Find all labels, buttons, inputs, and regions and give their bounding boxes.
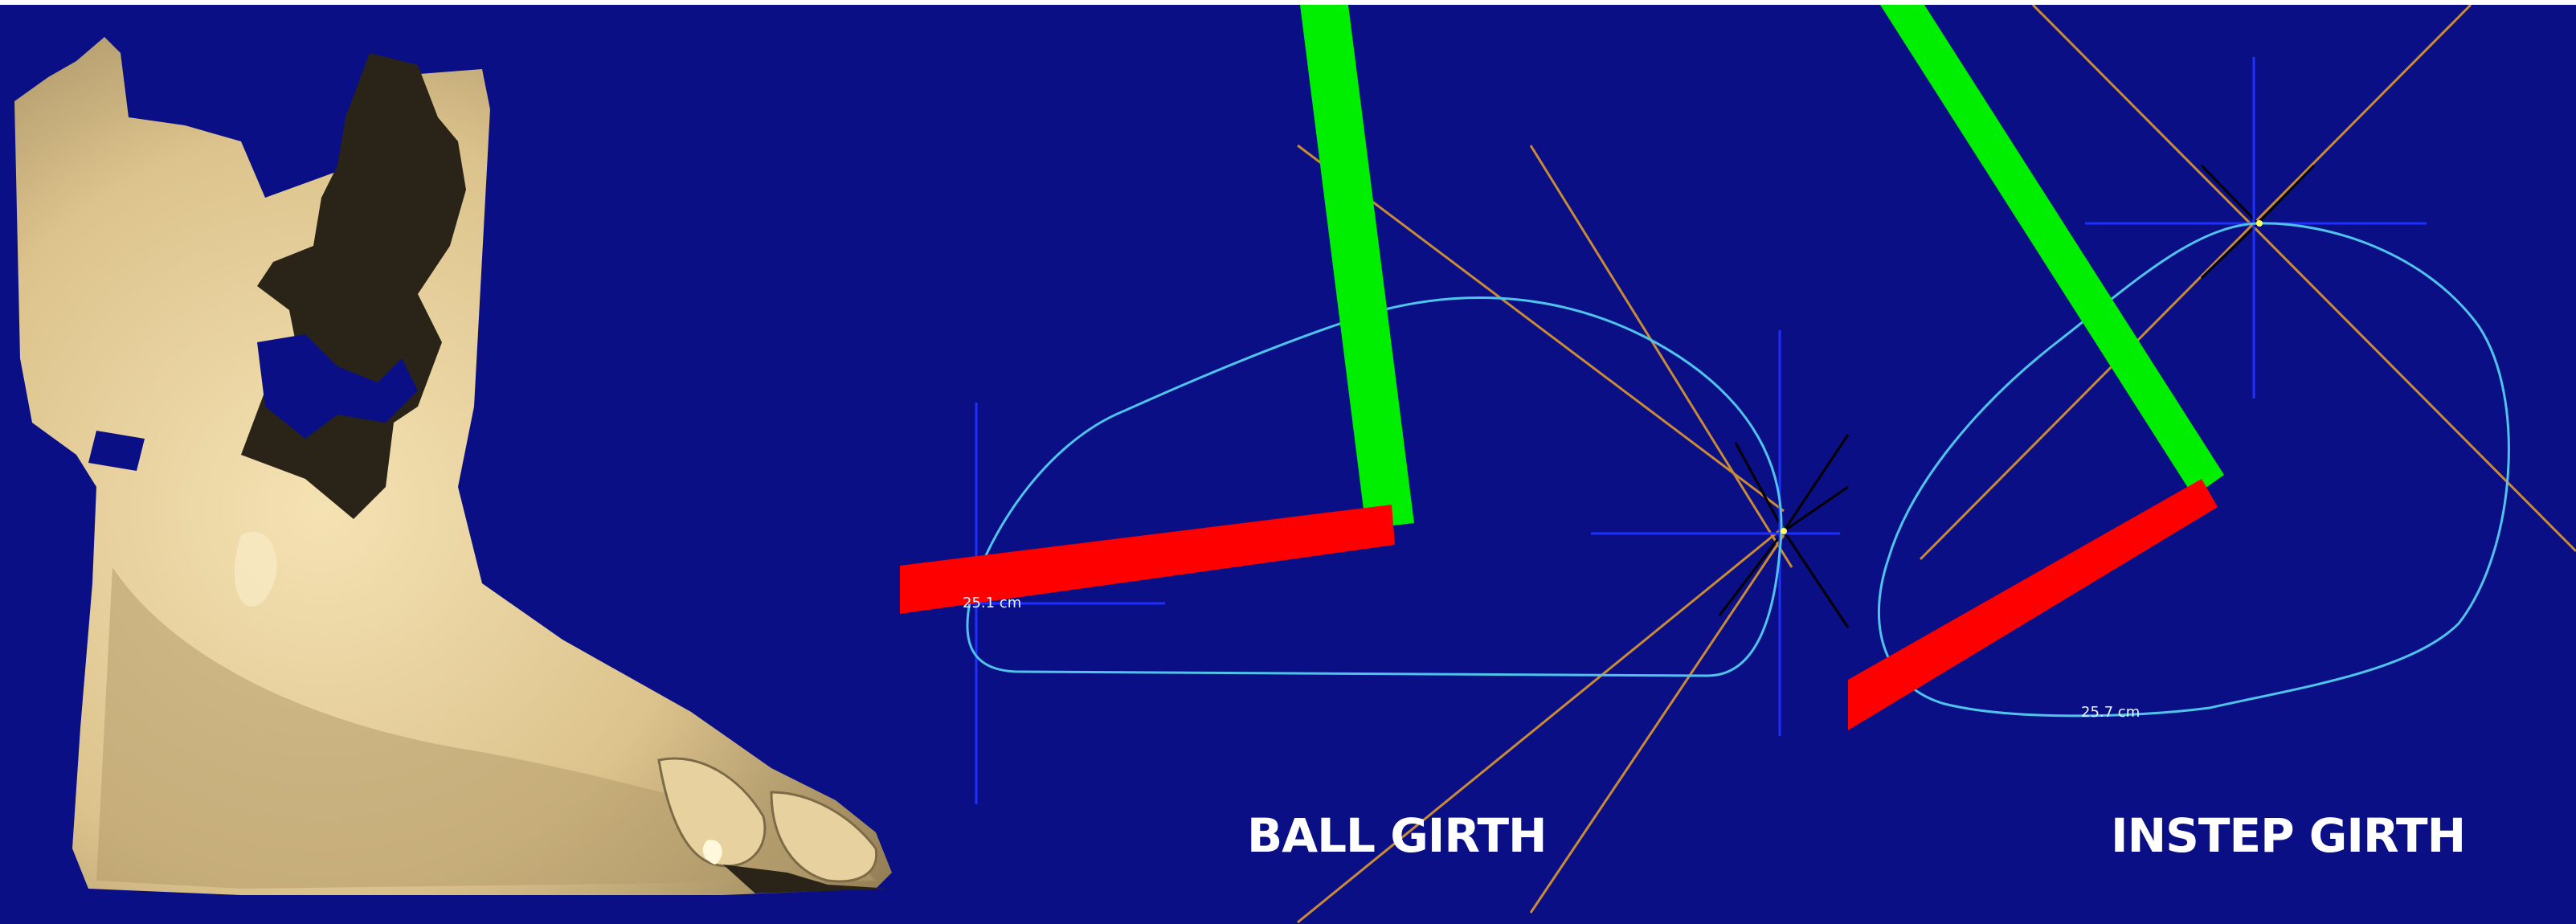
radial-marker bbox=[1718, 434, 1850, 628]
scan-viewport: 25.1 cm 25.7 cm BALL GIRTH INSTEP GIRTH bbox=[0, 5, 2576, 924]
guide-line bbox=[2031, 5, 2576, 553]
green-axis-bar bbox=[1880, 5, 2224, 497]
ball-girth-view[interactable]: 25.1 cm bbox=[900, 5, 1850, 924]
scan-gap bbox=[257, 334, 418, 439]
ankle-highlight bbox=[234, 532, 277, 607]
red-axis-bar bbox=[1848, 479, 2218, 730]
ball-girth-title: BALL GIRTH bbox=[1247, 808, 1548, 863]
instep-girth-title: INSTEP GIRTH bbox=[2111, 808, 2466, 863]
big-toe bbox=[770, 791, 878, 883]
scan-canvas: 25.1 cm 25.7 cm bbox=[14, 5, 2576, 924]
green-axis-bar bbox=[1300, 5, 1414, 529]
radial-marker bbox=[2200, 164, 2316, 280]
guide-line bbox=[1297, 144, 1785, 513]
guide-line bbox=[1529, 145, 1793, 568]
instep-girth-view[interactable]: 25.7 cm bbox=[1848, 5, 2576, 730]
marker-dot bbox=[2256, 220, 2263, 227]
cross-section-contour bbox=[1877, 222, 2510, 718]
guide-line bbox=[1297, 525, 1785, 924]
red-axis-bar bbox=[900, 505, 1395, 614]
guide-line bbox=[1919, 5, 2472, 561]
guide-line bbox=[1529, 534, 1785, 914]
ball-girth-measurement: 25.1 cm bbox=[963, 595, 1021, 611]
scan-gap-left bbox=[88, 431, 145, 471]
crosshair-marker bbox=[936, 330, 1840, 804]
instep-girth-measurement: 25.7 cm bbox=[2081, 704, 2140, 721]
toe-shadow bbox=[723, 865, 892, 893]
marker-dot bbox=[1781, 528, 1787, 534]
foot-scan-model[interactable] bbox=[14, 37, 892, 895]
toe-nail bbox=[702, 840, 722, 865]
toes bbox=[657, 757, 767, 868]
